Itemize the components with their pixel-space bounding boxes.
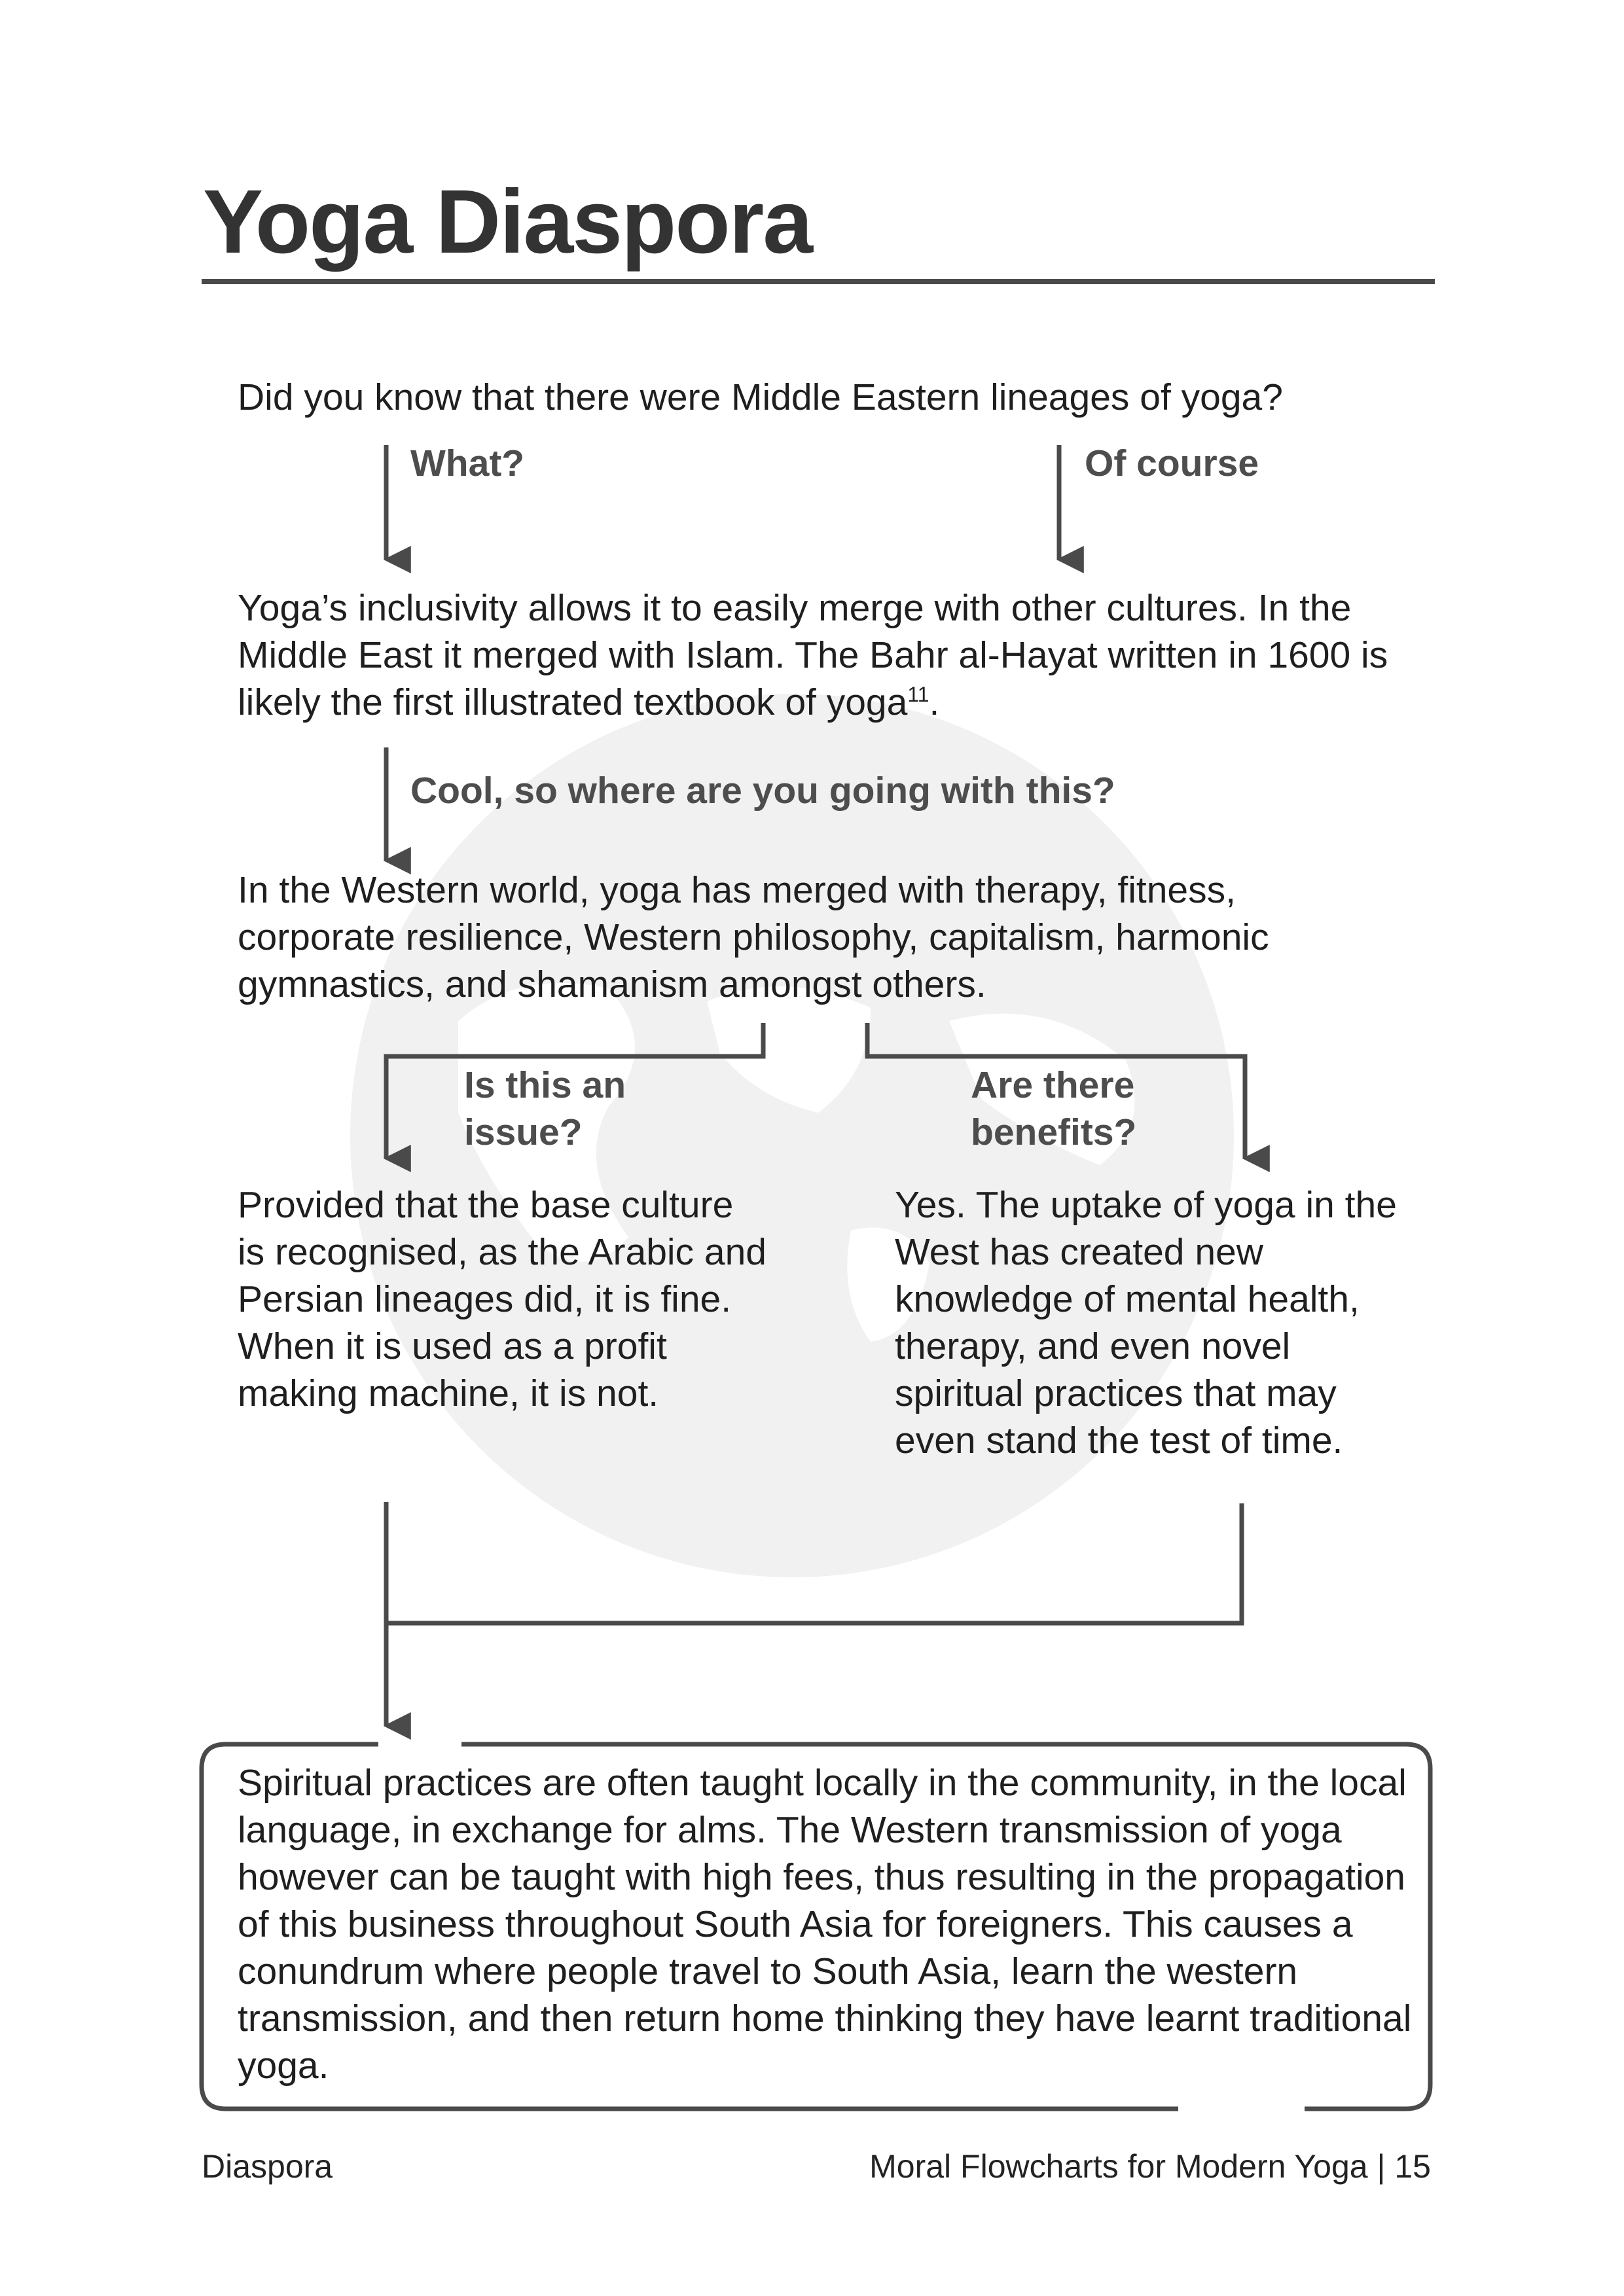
question-text: Did you know that there were Middle East… — [238, 376, 1283, 418]
title-divider — [202, 279, 1435, 284]
choice-where: Cool, so where are you going with this? — [410, 770, 1115, 812]
choice-of-course: Of course — [1085, 442, 1259, 484]
choice-issue: Is this an issue? — [464, 1064, 626, 1153]
benefits-answer: Yes. The uptake of yoga in the West has … — [895, 1184, 1397, 1462]
issue-answer: Provided that the base culture is recogn… — [238, 1184, 767, 1414]
footer-page-info: Moral Flowcharts for Modern Yoga | 15 — [869, 2148, 1431, 2185]
merge-right — [386, 1503, 1244, 1626]
conclusion-text: Spiritual practices are often taught loc… — [238, 1762, 1412, 2087]
inclusivity-text: Yoga’s inclusivity allows it to easily m… — [238, 587, 1388, 723]
choice-what: What? — [410, 442, 525, 484]
footnote-ref: 11 — [907, 683, 929, 706]
western-text: In the Western world, yoga has merged wi… — [238, 869, 1269, 1005]
footer-section: Diaspora — [202, 2148, 333, 2185]
choice-benefits: Are there benefits? — [971, 1064, 1137, 1153]
page-title: Yoga Diaspora — [203, 171, 813, 272]
